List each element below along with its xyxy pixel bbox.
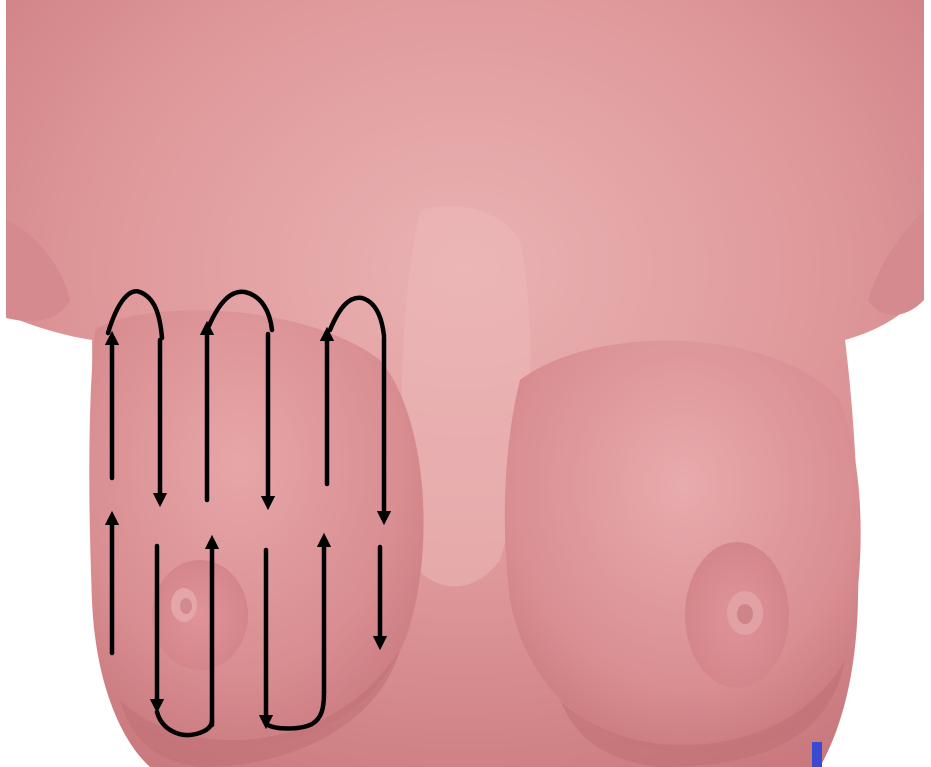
left-breast [89, 310, 423, 745]
right-nipple-tip [737, 604, 753, 624]
garment-strip [812, 742, 822, 767]
right-breast [505, 341, 861, 753]
left-nipple-tip [180, 598, 192, 614]
left-areola [152, 560, 248, 670]
